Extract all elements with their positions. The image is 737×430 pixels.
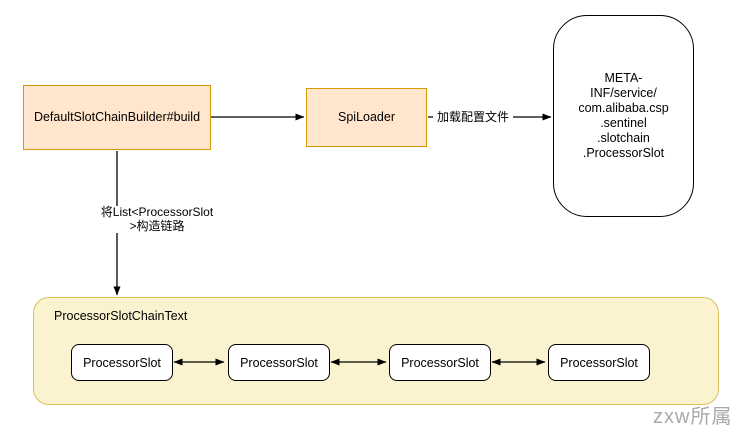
node-meta-inf-service-file[interactable]: META- INF/service/ com.alibaba.csp .sent… [553,15,694,217]
container-title: ProcessorSlotChainText [54,309,188,323]
node-spi-loader[interactable]: SpiLoader [306,88,427,147]
node-processor-slot-1[interactable]: ProcessorSlot [71,344,173,381]
node-processor-slot-2[interactable]: ProcessorSlot [228,344,330,381]
node-processor-slot-4[interactable]: ProcessorSlot [548,344,650,381]
watermark: zxw所属 [653,406,733,428]
node-processor-slot-3[interactable]: ProcessorSlot [389,344,491,381]
node-default-slot-chain-builder[interactable]: DefaultSlotChainBuilder#build [23,85,211,150]
processor-slot-chain-container[interactable]: ProcessorSlotChainText ProcessorSlot Pro… [33,297,719,405]
edge-label-build-chain: 将List<ProcessorSlot >构造链路 [87,205,227,233]
edge-label-load-config-file: 加载配置文件 [433,110,513,125]
